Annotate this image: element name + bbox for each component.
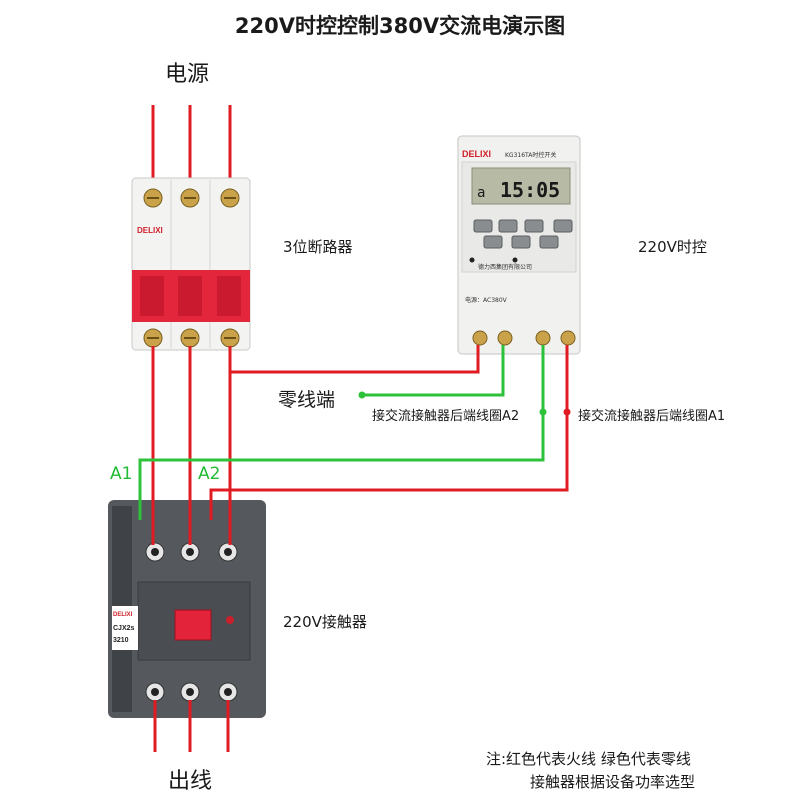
circuit-breaker: DELIXI	[131, 177, 251, 351]
neutral-terminal-label: 零线端	[278, 389, 336, 411]
breaker-label: 3位断路器	[283, 238, 353, 256]
terminal-a2-label: A2	[198, 464, 221, 484]
ac-contactor: DELIXI CJX2s 3210	[108, 500, 266, 718]
output-label: 出线	[168, 769, 213, 794]
diagram-title: 220V时控控制380V交流电演示图	[234, 14, 566, 38]
timer-voltage: 电源：AC380V	[465, 296, 508, 304]
contactor-brand: DELIXI	[113, 612, 133, 618]
coil-a1-note: 接交流接触器后端线圈A1	[578, 409, 726, 424]
contactor-rating: 3210	[113, 637, 129, 644]
timer-brand: DELIXI	[462, 149, 491, 159]
breaker-bottom-screws	[143, 328, 240, 348]
timer-model: KG316TA时控开关	[505, 151, 556, 159]
contactor-indicator	[174, 609, 212, 641]
contactor-model: CJX2s	[113, 625, 135, 632]
coil-a1-wire	[209, 345, 571, 520]
contactor-bottom-terminals	[145, 682, 238, 702]
timer-display-prefix: a	[477, 185, 485, 201]
timer-lcd-display	[471, 167, 571, 205]
note-line-1: 注:红色代表火线 绿色代表零线	[486, 750, 691, 768]
power-source-label: 电源	[165, 62, 210, 87]
timer-display-time: 15:05	[500, 178, 560, 202]
output-wires	[153, 700, 230, 752]
breaker-top-screws	[143, 188, 240, 208]
note-line-2: 接触器根据设备功率选型	[530, 773, 696, 791]
timer-company: 德力西集团有限公司	[478, 263, 532, 271]
timer-label: 220V时控	[638, 238, 707, 256]
time-controller: DELIXI KG316TA时控开关 a 15:05 德力西集团有限公司 电源：…	[457, 135, 581, 355]
contactor-label: 220V接触器	[283, 613, 367, 631]
timer-buttons	[473, 219, 573, 249]
coil-a2-note: 接交流接触器后端线圈A2	[372, 409, 520, 424]
breaker-brand: DELIXI	[137, 226, 163, 235]
incoming-power-wires	[151, 105, 232, 188]
contactor-top-terminals	[145, 542, 238, 562]
neutral-wires	[138, 345, 547, 520]
terminal-a1-label: A1	[110, 464, 133, 484]
timer-terminals	[472, 330, 576, 346]
